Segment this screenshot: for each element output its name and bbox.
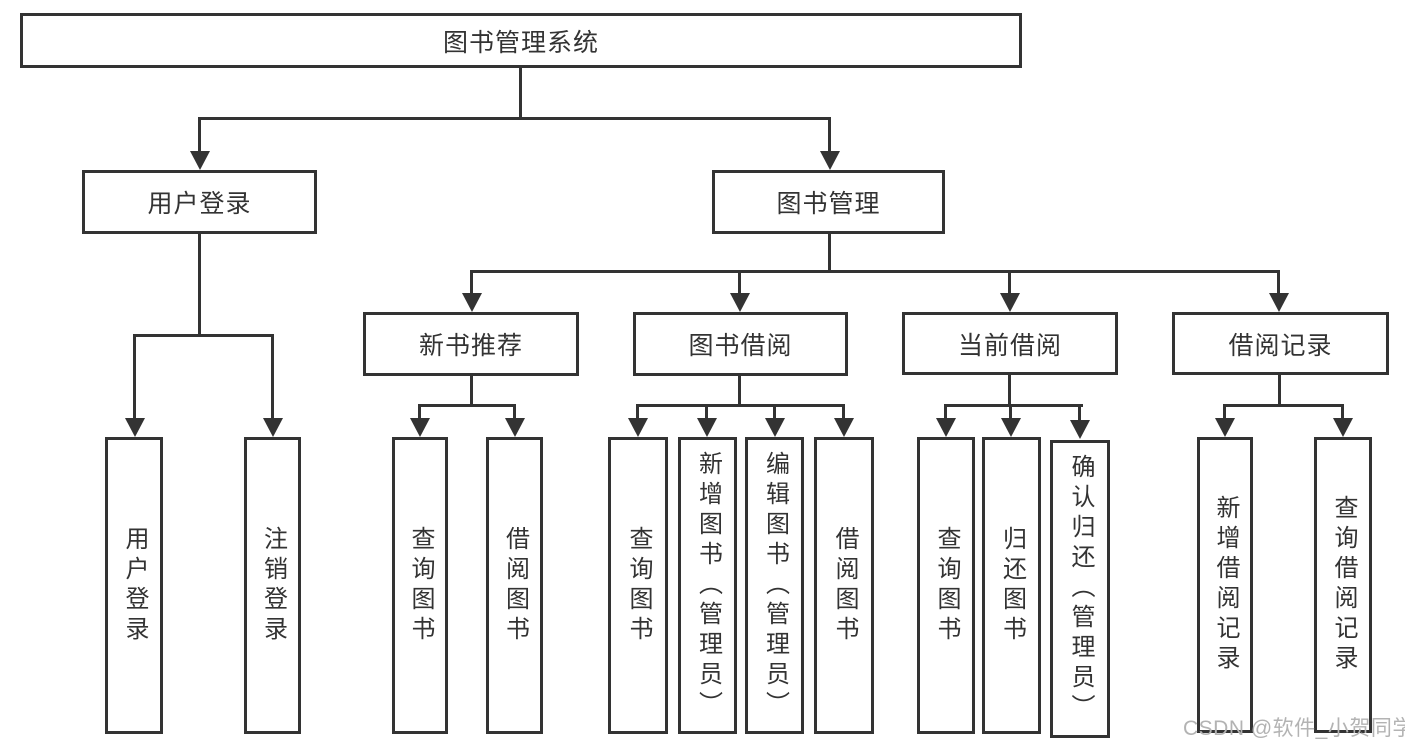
leaf-label: 注销登录 (259, 525, 287, 646)
leaf-borrow-borrow: 借阅图书 (814, 437, 874, 734)
arrowhead-down-icon (936, 418, 956, 437)
connector-line (1277, 270, 1280, 295)
connector-line (418, 404, 421, 420)
connector-line (1223, 404, 1344, 407)
leaf-records-query: 查询借阅记录 (1314, 437, 1372, 733)
connector-line (470, 376, 473, 407)
connector-line (198, 117, 201, 154)
connector-line (519, 67, 522, 119)
node-label: 图书管理 (776, 190, 881, 218)
arrowhead-down-icon (834, 418, 854, 437)
leaf-current-return: 归还图书 (982, 437, 1041, 734)
connector-line (738, 270, 741, 295)
connector-line (842, 404, 845, 420)
node-label: 当前借阅 (957, 331, 1062, 360)
connector-line (828, 117, 831, 154)
leaf-label: 查询图书 (407, 525, 434, 646)
arrowhead-down-icon (730, 293, 750, 312)
connector-line (133, 334, 136, 420)
arrowhead-down-icon (1333, 418, 1353, 437)
arrowhead-down-icon (628, 418, 648, 437)
node-borrow-records: 借阅记录 (1172, 312, 1389, 375)
node-new-book-recommend: 新书推荐 (363, 312, 579, 376)
leaf-label: 用户登录 (121, 525, 148, 646)
connector-line (470, 270, 473, 295)
leaf-borrow-edit-admin: 编辑图书（管理员） (745, 437, 804, 734)
node-label: 用户登录 (147, 190, 252, 218)
leaf-current-query: 查询图书 (917, 437, 975, 734)
connector-line (944, 404, 947, 420)
connector-line (513, 404, 516, 420)
watermark: CSDN @软件_小贺同学 (1183, 717, 1405, 740)
leaf-label: 编辑图书（管理员） (761, 450, 789, 721)
arrowhead-down-icon (1000, 293, 1020, 312)
leaf-current-confirm-admin: 确认归还（管理员） (1050, 440, 1110, 738)
leaf-label: 查询图书 (625, 525, 652, 646)
arrowhead-down-icon (1269, 293, 1289, 312)
arrowhead-down-icon (1001, 418, 1021, 437)
arrowhead-down-icon (125, 418, 145, 437)
connector-line (828, 233, 831, 273)
arrowhead-down-icon (765, 418, 785, 437)
leaf-records-add: 新增借阅记录 (1197, 437, 1253, 733)
leaf-newbook-query: 查询图书 (392, 437, 448, 734)
leaf-label: 确认归还（管理员） (1067, 454, 1094, 724)
leaf-label: 查询图书 (933, 525, 960, 646)
node-label: 借阅记录 (1228, 331, 1333, 360)
node-current-borrow: 当前借阅 (902, 312, 1118, 375)
leaf-borrow-query: 查询图书 (608, 437, 668, 734)
arrowhead-down-icon (697, 418, 717, 437)
node-label: 新书推荐 (418, 332, 523, 360)
connector-line (198, 117, 831, 120)
connector-line (705, 404, 708, 420)
node-label: 图书管理系统 (442, 28, 599, 57)
leaf-logout: 注销登录 (244, 437, 301, 734)
connector-line (198, 233, 201, 336)
arrowhead-down-icon (1215, 418, 1235, 437)
connector-line (738, 376, 741, 407)
connector-line (636, 404, 845, 407)
leaf-user-login: 用户登录 (105, 437, 163, 734)
leaf-label: 借阅图书 (831, 525, 858, 646)
arrowhead-down-icon (190, 151, 210, 170)
connector-line (470, 270, 1280, 273)
connector-line (418, 404, 516, 407)
connector-line (1341, 404, 1344, 420)
leaf-label: 借阅图书 (501, 525, 529, 646)
arrowhead-down-icon (820, 151, 840, 170)
node-book-borrow: 图书借阅 (633, 312, 848, 376)
arrowhead-down-icon (263, 418, 283, 437)
arrowhead-down-icon (505, 418, 525, 437)
arrowhead-down-icon (462, 293, 482, 312)
node-root-system: 图书管理系统 (20, 13, 1022, 68)
connector-line (1009, 404, 1012, 420)
connector-line (944, 404, 1083, 407)
leaf-label: 查询借阅记录 (1330, 495, 1357, 675)
connector-line (1223, 404, 1226, 420)
arrowhead-down-icon (410, 418, 430, 437)
connector-line (271, 334, 274, 420)
leaf-borrow-add-admin: 新增图书（管理员） (678, 437, 737, 734)
connector-line (1008, 375, 1011, 407)
node-book-management: 图书管理 (712, 170, 945, 234)
connector-line (1278, 375, 1281, 407)
leaf-label: 新增图书（管理员） (694, 450, 722, 721)
connector-line (773, 404, 776, 420)
connector-line (133, 334, 274, 337)
connector-line (636, 404, 639, 420)
node-label: 图书借阅 (688, 332, 793, 360)
leaf-label: 归还图书 (998, 525, 1026, 646)
connector-line (1008, 270, 1011, 295)
leaf-label: 新增借阅记录 (1212, 495, 1239, 675)
node-user-login: 用户登录 (82, 170, 317, 234)
leaf-newbook-borrow: 借阅图书 (486, 437, 543, 734)
arrowhead-down-icon (1070, 420, 1090, 439)
connector-line (1078, 404, 1081, 422)
